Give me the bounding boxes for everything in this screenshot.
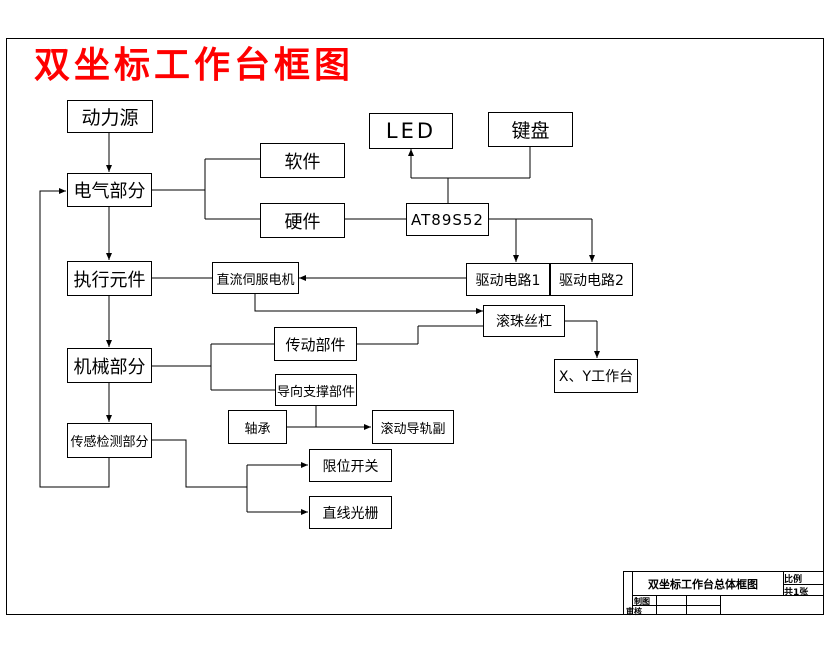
title-block-sheet-label: 共1张 (784, 588, 809, 598)
title-block-drawn-by-label: 制图 (634, 597, 650, 606)
node-electrical: 电气部分 (67, 173, 152, 207)
node-ball-screw: 滚珠丝杠 (483, 305, 565, 337)
node-mcu: AT89S52 (406, 203, 489, 236)
title-block-name: 双坐标工作台总体框图 (648, 578, 758, 591)
node-software: 软件 (260, 143, 345, 178)
node-bearing: 轴承 (228, 410, 287, 444)
node-rolling-guide: 滚动导轨副 (372, 410, 454, 444)
drawing-frame (6, 38, 824, 615)
node-guide-support: 导向支撑部件 (275, 374, 357, 406)
diagram-title: 双坐标工作台框图 (34, 44, 355, 86)
node-limit-switch: 限位开关 (309, 449, 392, 482)
title-block-reviewed-by-label: 审核 (626, 607, 642, 616)
node-hardware: 硬件 (260, 203, 345, 238)
node-sensing: 传感检测部分 (67, 423, 152, 458)
node-mechanical: 机械部分 (67, 348, 152, 383)
node-driver2: 驱动电路2 (550, 263, 633, 296)
node-transmission: 传动部件 (274, 327, 357, 361)
node-driver1: 驱动电路1 (466, 263, 550, 296)
title-block-scale-label: 比例 (784, 575, 803, 585)
node-led: LED (369, 113, 453, 149)
node-servo-motor: 直流伺服电机 (212, 262, 299, 294)
node-power: 动力源 (67, 100, 153, 133)
node-actuator: 执行元件 (67, 261, 152, 296)
node-linear-grating: 直线光栅 (309, 496, 392, 529)
node-keyboard: 键盘 (488, 112, 573, 147)
node-xy-table: X、Y工作台 (554, 359, 638, 393)
